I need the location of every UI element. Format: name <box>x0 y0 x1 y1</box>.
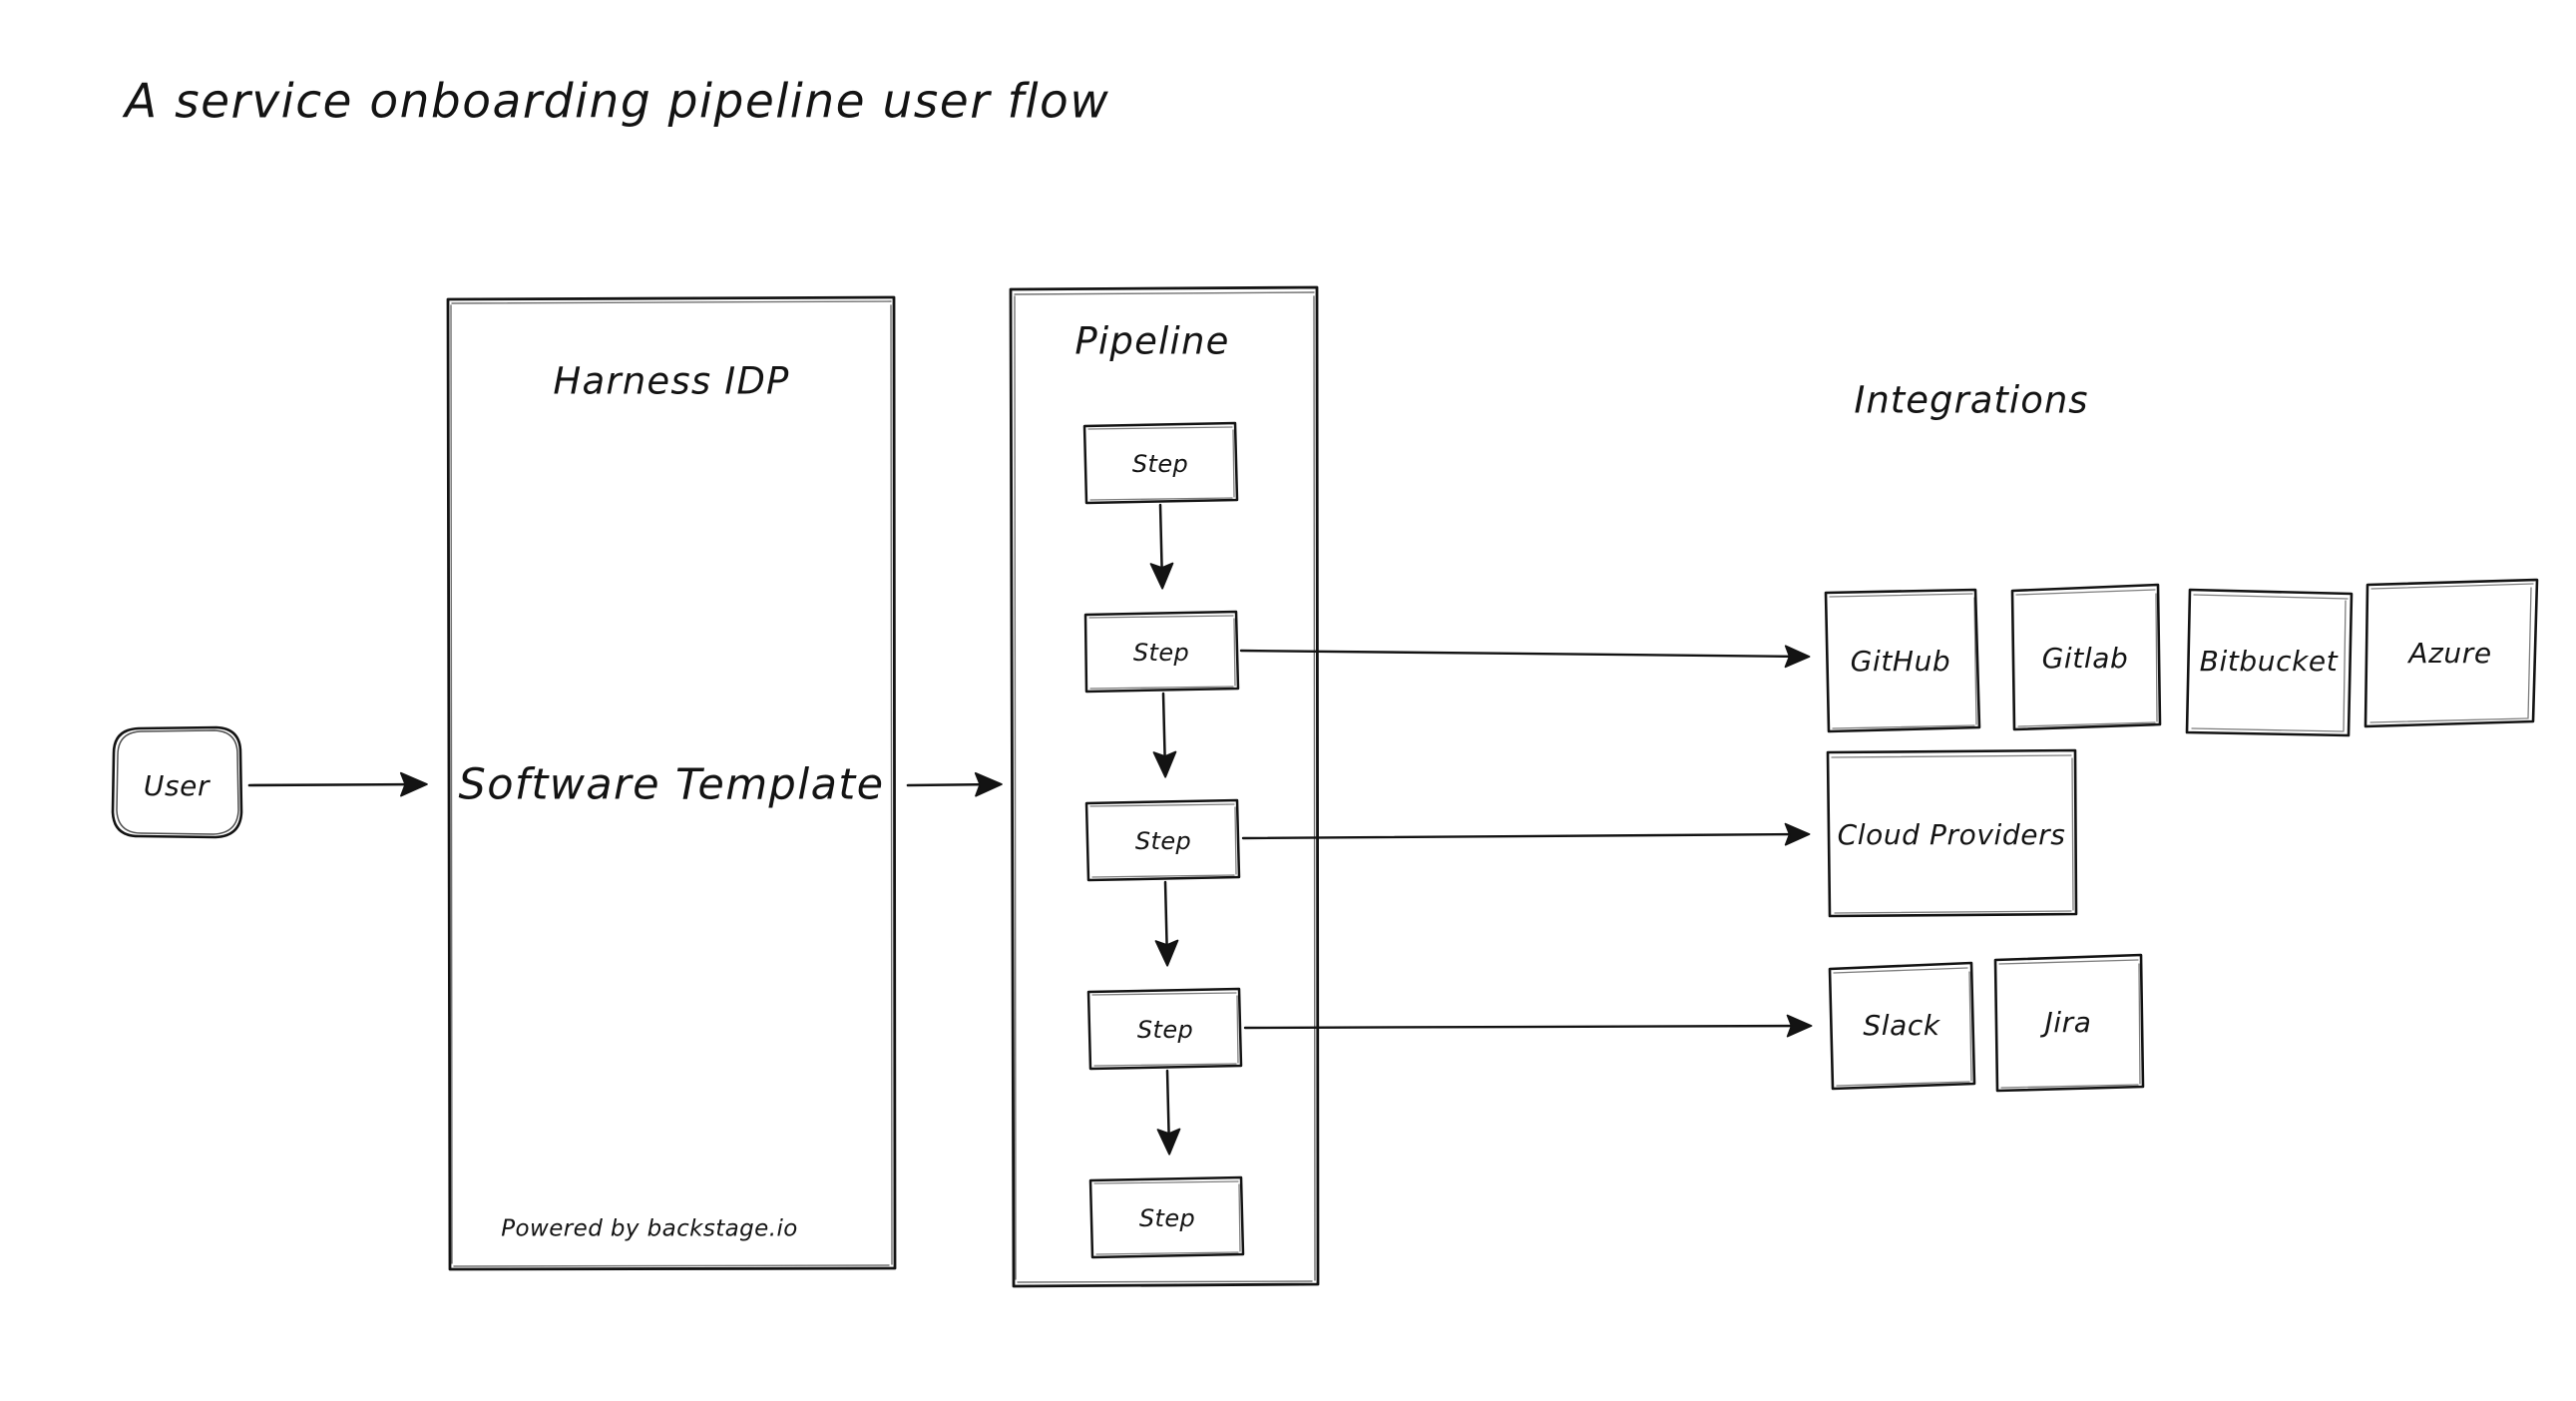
github-outline-2 <box>1829 593 1977 729</box>
bitbucket-label: Bitbucket <box>2200 645 2339 678</box>
step-5-outline <box>1088 1175 1245 1259</box>
gitlab-fill <box>2012 587 2157 728</box>
arrow-step-4-to-5 <box>1156 1069 1181 1156</box>
step-1-outline <box>1082 421 1239 505</box>
idp-box-fill <box>448 298 894 1269</box>
step-4-outline <box>1086 987 1243 1071</box>
step-1-fill <box>1084 424 1236 502</box>
step-3-outline <box>1084 798 1241 882</box>
node-slack[interactable]: Slack <box>1828 961 1976 1091</box>
jira-outline <box>1993 953 2145 1093</box>
step-2-fill <box>1084 613 1236 691</box>
step-3-outline-2 <box>1089 803 1237 878</box>
cloud-providers-fill <box>1828 752 2075 915</box>
jira-label: Jira <box>2039 1006 2091 1039</box>
container-pipeline[interactable]: Pipeline Step Step S <box>1009 285 1320 1288</box>
azure-outline-2 <box>2369 583 2534 723</box>
user-box-outline <box>111 725 243 839</box>
pipeline-step-5[interactable]: Step <box>1088 1175 1245 1259</box>
slack-label: Slack <box>1863 1009 1941 1042</box>
cloud-providers-label: Cloud Providers <box>1838 818 2066 851</box>
bitbucket-outline-2 <box>2191 594 2349 732</box>
gitlab-label: Gitlab <box>2042 642 2129 675</box>
bitbucket-fill <box>2190 591 2352 735</box>
idp-title: Harness IDP <box>553 360 789 403</box>
arrow-step-2-to-3 <box>1152 692 1177 778</box>
step-5-outline-2 <box>1093 1180 1241 1255</box>
page-title: A service onboarding pipeline user flow <box>122 75 1109 130</box>
node-bitbucket[interactable]: Bitbucket <box>2185 588 2354 737</box>
gitlab-outline <box>2010 583 2162 731</box>
pipeline-box-outline-2 <box>1014 291 1316 1283</box>
step-4-fill <box>1088 990 1240 1068</box>
step-1-label: Step <box>1132 450 1188 478</box>
pipeline-box-outline <box>1009 285 1320 1288</box>
arrow-step-1-to-2 <box>1149 503 1174 590</box>
cloud-providers-outline-2 <box>1831 754 2074 914</box>
step-4-label: Step <box>1137 1016 1193 1044</box>
arrow-step4-to-collab <box>1243 1014 1813 1038</box>
azure-outline <box>2363 578 2539 728</box>
pipeline-step-1[interactable]: Step <box>1082 421 1239 505</box>
slack-fill <box>1830 966 1970 1085</box>
gitlab-outline-2 <box>2015 589 2158 727</box>
cloud-providers-outline <box>1826 748 2078 918</box>
arrow-step2-to-scm <box>1239 645 1811 669</box>
step-2-outline-2 <box>1088 615 1236 690</box>
user-label: User <box>144 769 211 802</box>
github-label: GitHub <box>1851 645 1951 678</box>
slack-outline <box>1828 961 1976 1091</box>
idp-box-outline <box>446 295 897 1271</box>
node-user[interactable]: User <box>111 725 243 839</box>
pipeline-step-2[interactable]: Step <box>1083 610 1240 694</box>
step-1-outline-2 <box>1087 426 1235 501</box>
bitbucket-outline <box>2185 588 2354 737</box>
arrow-step-3-to-4 <box>1154 880 1179 967</box>
azure-fill <box>2367 582 2537 726</box>
step-3-fill <box>1086 801 1238 879</box>
step-3-label: Step <box>1135 827 1191 855</box>
container-harness-idp[interactable]: Harness IDP Software Template Powered by… <box>446 295 897 1271</box>
idp-box-outline-2 <box>450 300 893 1267</box>
idp-body-label: Software Template <box>459 760 885 810</box>
pipeline-step-3[interactable]: Step <box>1084 798 1241 882</box>
node-github[interactable]: GitHub <box>1824 588 1981 733</box>
step-4-outline-2 <box>1091 992 1239 1067</box>
jira-fill <box>1995 957 2141 1090</box>
step-2-outline <box>1083 610 1240 694</box>
step-5-label: Step <box>1139 1204 1195 1232</box>
node-gitlab[interactable]: Gitlab <box>2010 583 2162 731</box>
user-box-outline-2 <box>116 729 239 835</box>
node-cloud-providers[interactable]: Cloud Providers <box>1826 748 2078 918</box>
arrow-idp-to-pipeline <box>906 771 1003 797</box>
integrations-title: Integrations <box>1854 379 2088 422</box>
idp-footer-label: Powered by backstage.io <box>501 1216 797 1242</box>
node-jira[interactable]: Jira <box>1993 953 2145 1093</box>
arrow-step3-to-cloud <box>1241 822 1811 846</box>
github-fill <box>1824 591 1975 731</box>
step-2-label: Step <box>1133 639 1189 667</box>
arrow-user-to-idp <box>247 771 428 797</box>
step-5-fill <box>1090 1178 1242 1256</box>
slack-outline-2 <box>1833 967 1972 1087</box>
pipeline-step-4[interactable]: Step <box>1086 987 1243 1071</box>
node-azure[interactable]: Azure <box>2363 578 2539 728</box>
jira-outline-2 <box>1998 959 2141 1089</box>
azure-label: Azure <box>2406 637 2491 670</box>
github-outline <box>1824 588 1981 733</box>
pipeline-title: Pipeline <box>1074 320 1229 363</box>
user-box-fill <box>113 727 241 837</box>
